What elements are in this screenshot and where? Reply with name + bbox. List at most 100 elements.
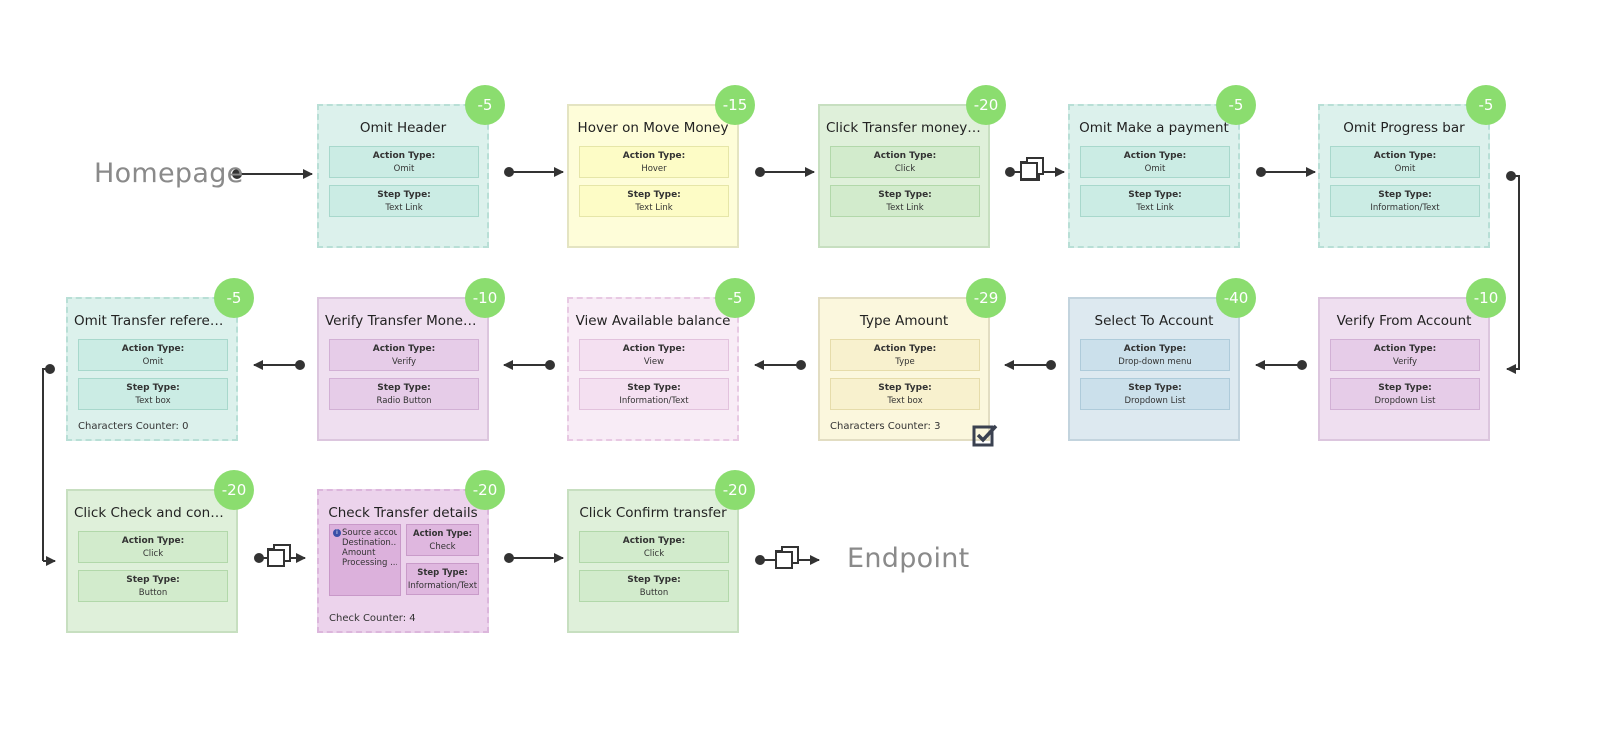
step-type-field: Step Type: Radio Button xyxy=(329,378,479,410)
step-type-value: Text box xyxy=(135,396,171,406)
score-badge: -20 xyxy=(966,85,1006,125)
step-card[interactable]: Omit Progress bar Action Type: Omit Step… xyxy=(1318,104,1490,248)
field-label: Step Type: xyxy=(1128,383,1182,393)
action-type-field: Action Type: View xyxy=(579,339,729,371)
step-type-field: Step Type: Information/Text xyxy=(406,563,479,595)
check-item: Amount xyxy=(342,548,376,558)
end-label: Endpoint xyxy=(847,543,970,574)
step-type-value: Information/Text xyxy=(1370,203,1440,213)
action-type-field: Action Type: Click xyxy=(78,531,228,563)
step-type-field: Step Type: Text box xyxy=(78,378,228,410)
step-title: Omit Make a payment xyxy=(1079,120,1229,136)
field-label: Action Type: xyxy=(121,536,185,546)
connector-arrow xyxy=(504,553,564,563)
score-badge: -5 xyxy=(1216,85,1256,125)
step-type-field: Step Type: Text Link xyxy=(579,185,729,217)
connector-arrow xyxy=(1004,360,1056,370)
action-type-field: Action Type: Click xyxy=(579,531,729,563)
step-type-value: Dropdown List xyxy=(1124,396,1186,406)
step-card[interactable]: Omit Make a payment Action Type: Omit St… xyxy=(1068,104,1240,248)
connector-arrow xyxy=(232,169,313,179)
checkbox-checked-icon xyxy=(972,424,998,447)
score-badge: -20 xyxy=(214,470,254,510)
step-type-value: Text Link xyxy=(635,203,673,213)
start-label: Homepage xyxy=(94,158,244,189)
connector-arrow xyxy=(1256,167,1316,177)
field-label: Action Type: xyxy=(1123,151,1187,161)
action-type-value: Omit xyxy=(1394,164,1416,174)
action-type-field: Action Type: Check xyxy=(406,524,479,556)
field-label: Action Type: xyxy=(121,344,185,354)
check-counter: Check Counter: 4 xyxy=(329,613,416,624)
action-type-field: Action Type: Omit xyxy=(78,339,228,371)
step-title: Omit Header xyxy=(359,120,447,136)
step-type-value: Radio Button xyxy=(376,396,432,406)
action-type-value: Verify xyxy=(1392,357,1418,367)
step-type-value: Button xyxy=(138,588,168,598)
step-card[interactable]: Type Amount Action Type: Type Step Type:… xyxy=(818,297,990,441)
step-card[interactable]: Check Transfer details i Source account … xyxy=(317,489,489,633)
step-card[interactable]: Select To Account Action Type: Drop-down… xyxy=(1068,297,1240,441)
action-type-value: Click xyxy=(142,549,164,559)
field-label: Step Type: xyxy=(377,383,431,393)
step-type-field: Step Type: Dropdown List xyxy=(1080,378,1230,410)
field-label: Step Type: xyxy=(417,568,468,578)
step-type-value: Text Link xyxy=(1136,203,1174,213)
field-label: Action Type: xyxy=(412,529,473,539)
field-label: Action Type: xyxy=(622,344,686,354)
field-label: Step Type: xyxy=(126,383,180,393)
field-label: Action Type: xyxy=(1373,151,1437,161)
action-type-field: Action Type: Drop-down menu xyxy=(1080,339,1230,371)
connector-arrow xyxy=(504,167,564,177)
step-title: View Available balance xyxy=(575,313,731,329)
score-badge: -5 xyxy=(465,85,505,125)
step-card[interactable]: Omit Transfer reference Action Type: Omi… xyxy=(66,297,238,441)
step-title: Hover on Move Money xyxy=(577,120,729,136)
field-label: Action Type: xyxy=(873,344,937,354)
new-window-connector xyxy=(755,546,820,569)
check-item: Source account xyxy=(342,528,397,538)
connector-arrow xyxy=(755,167,815,177)
step-card[interactable]: Click Check and confirm de... Action Typ… xyxy=(66,489,238,633)
action-type-value: Hover xyxy=(641,164,667,174)
action-type-value: Click xyxy=(643,549,665,559)
action-type-field: Action Type: Verify xyxy=(1330,339,1480,371)
action-type-value: Omit xyxy=(142,357,164,367)
step-type-value: Text Link xyxy=(385,203,423,213)
info-icon: i xyxy=(333,529,341,537)
step-type-value: Text box xyxy=(887,396,923,406)
field-label: Action Type: xyxy=(1123,344,1187,354)
check-items-list: i Source account Destination... Amount P… xyxy=(329,524,401,596)
field-label: Action Type: xyxy=(372,344,436,354)
action-type-field: Action Type: Omit xyxy=(1330,146,1480,178)
score-badge: -10 xyxy=(465,278,505,318)
step-title: Click Confirm transfer xyxy=(579,505,727,521)
step-card[interactable]: Verify From Account Action Type: Verify … xyxy=(1318,297,1490,441)
field-label: Step Type: xyxy=(627,575,681,585)
step-type-value: Information/Text xyxy=(619,396,689,406)
connector-arrow xyxy=(1255,360,1307,370)
step-card[interactable]: Hover on Move Money Action Type: Hover S… xyxy=(567,104,739,248)
new-window-connector xyxy=(254,544,306,567)
field-label: Action Type: xyxy=(622,151,686,161)
field-label: Action Type: xyxy=(873,151,937,161)
field-label: Step Type: xyxy=(377,190,431,200)
score-badge: -5 xyxy=(1466,85,1506,125)
check-item: Destination... xyxy=(342,538,397,548)
action-type-value: View xyxy=(643,357,665,367)
step-card[interactable]: View Available balance Action Type: View… xyxy=(567,297,739,441)
field-label: Step Type: xyxy=(627,190,681,200)
step-card[interactable]: Click Confirm transfer Action Type: Clic… xyxy=(567,489,739,633)
step-type-field: Step Type: Information/Text xyxy=(1330,185,1480,217)
field-label: Step Type: xyxy=(878,190,932,200)
step-card[interactable]: Click Transfer money betwe... Action Typ… xyxy=(818,104,990,248)
step-type-field: Step Type: Dropdown List xyxy=(1330,378,1480,410)
step-card[interactable]: Omit Header Action Type: Omit Step Type:… xyxy=(317,104,489,248)
step-type-field: Step Type: Text Link xyxy=(830,185,980,217)
step-type-field: Step Type: Text Link xyxy=(329,185,479,217)
new-window-connector xyxy=(1005,157,1065,181)
step-card[interactable]: Verify Transfer Money Now Action Type: V… xyxy=(317,297,489,441)
step-type-field: Step Type: Text box xyxy=(830,378,980,410)
